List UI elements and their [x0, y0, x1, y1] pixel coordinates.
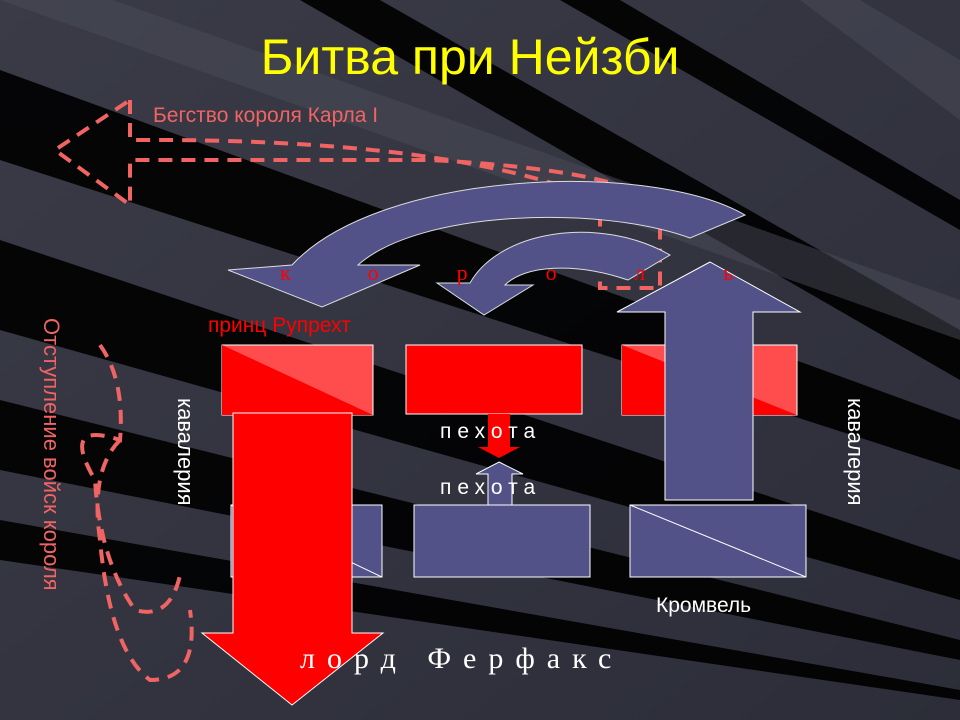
cavalry-left-label: кавалерия: [173, 398, 198, 506]
cromwell-label: Кромвель: [656, 594, 752, 617]
parliament-infantry-arrow: [475, 461, 524, 506]
king-label: король: [280, 260, 812, 285]
curved-arrow-small: [435, 231, 671, 316]
fairfax-label: лорд Ферфакс: [300, 642, 624, 675]
retreat-dashed-arrow: [80, 343, 194, 683]
royal-infantry-arrow: [478, 414, 520, 458]
cromwell-charge-arrow: [616, 261, 802, 501]
rupert-charge-arrow: [200, 412, 385, 706]
royal-infantry-label: пехота: [440, 420, 542, 443]
parliament-infantry-label: пехота: [440, 476, 542, 499]
cavalry-right-label: кавалерия: [843, 398, 868, 506]
royal-infantry: [405, 344, 583, 415]
retreat-label: Отступление войск короля: [39, 318, 64, 591]
curved-arrow-large: [227, 180, 747, 308]
slide-title: Битва при Нейзби: [260, 29, 680, 85]
parliament-infantry: [413, 504, 591, 578]
flight-label: Бегство короля Карла I: [153, 104, 379, 127]
rupert-label: принц Рупрехт: [208, 314, 351, 337]
